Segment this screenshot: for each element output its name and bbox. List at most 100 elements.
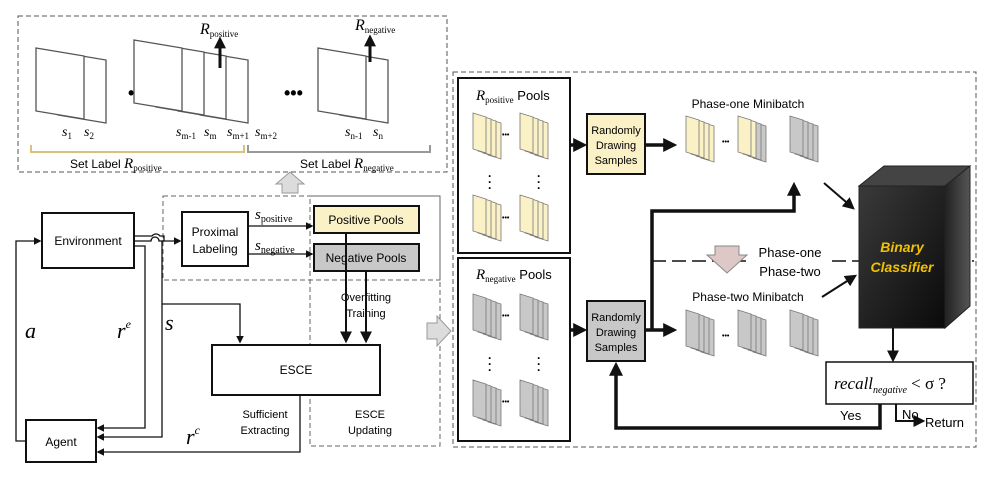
s-positive-label: spositive (255, 207, 293, 225)
state-label-sn-1: sn-1 (345, 125, 362, 141)
hollow-down-arrow (705, 245, 749, 274)
agent-box (25, 419, 97, 463)
action-label: a (25, 318, 36, 343)
state-arrow (96, 233, 165, 441)
state-label-sm-1: sm-1 (176, 125, 196, 141)
negative-bracket (247, 145, 431, 153)
sample-stacks-layer: •••...... ••• •••...... ••• ••• ••• (472, 112, 819, 427)
state-label-sm: sm (204, 125, 216, 141)
env-to-proximal-arrow (134, 236, 182, 245)
binary-classifier-cube: Binary Classifier (857, 164, 972, 330)
negative-pools-title: Rnegative Pools (475, 267, 552, 284)
agent-label: Agent (45, 435, 77, 449)
phase-one-dots: ••• (722, 139, 730, 146)
pos-pool-vdots-1: ... (488, 166, 491, 192)
hollow-right-arrow (426, 314, 452, 348)
positive-pools-label: Positive Pools (328, 213, 403, 227)
esce-box (211, 344, 381, 396)
no-label: No (902, 407, 919, 422)
phase-label-mask (752, 248, 830, 274)
phase-one-stack-2 (737, 115, 767, 163)
state-label-sn: sn (373, 125, 383, 141)
phase-one-to-classifier-arrow (823, 182, 855, 210)
phase-two-dots: ••• (722, 333, 730, 340)
classifier-label-2: Classifier (870, 259, 935, 275)
classifier-label-1: Binary (880, 239, 925, 255)
neg-pool-stack-1 (472, 293, 502, 341)
state-label-sm+1: sm+1 (227, 125, 249, 141)
yes-label: Yes (840, 408, 862, 423)
pos-pool-vdots-2: ... (537, 166, 540, 192)
right-section-border (452, 71, 977, 448)
proximal-label-2: Labeling (192, 242, 237, 256)
phase-two-stack-2 (737, 309, 767, 357)
no-return-arrow (895, 404, 926, 427)
neg-pool-vdots-2: ... (537, 348, 540, 374)
pos-pool-stack-3 (472, 194, 502, 242)
phase-two-to-classifier-arrow (821, 274, 858, 298)
neg-pool-stack-2 (519, 293, 549, 341)
phase-two-stack-1 (685, 309, 715, 357)
action-arrow (15, 237, 42, 442)
positive-pools-box (313, 205, 420, 234)
phase-one-label: Phase-one (759, 245, 822, 260)
pos-pool-stack-1 (472, 112, 502, 160)
reward-extrinsic-label: re (117, 317, 132, 343)
state-label-s1: s1 (62, 125, 72, 141)
neg-pool-vdots-1: ... (488, 348, 491, 374)
proximal-labeling-box (181, 211, 249, 267)
set-label-positive: Set Label Rpositive (70, 156, 162, 173)
esce-updating-label-2: Updating (348, 425, 392, 437)
neg-pool-stack-3 (472, 379, 502, 427)
frame-group-3 (317, 47, 389, 124)
return-label: Return (925, 415, 964, 430)
pos-pool-dots-1: ••• (502, 132, 510, 139)
neg-pool-stack-4 (519, 379, 549, 427)
random-draw-negative-box (586, 300, 646, 362)
phase-one-minibatch-title: Phase-one Minibatch (692, 97, 805, 111)
pos-pool-stack-2 (519, 112, 549, 160)
esce-updating-dashed-region (309, 195, 441, 447)
yes-loop-arrow (609, 361, 882, 430)
environment-label: Environment (54, 234, 122, 248)
pos-pool-dots-2: ••• (502, 215, 510, 222)
phase-two-stack-3 (789, 309, 819, 357)
recall-condition-box (825, 361, 974, 405)
negative-pools-box (313, 243, 420, 272)
neg-pool-dots-1: ••• (502, 313, 510, 320)
random-draw-positive-text-2: Drawing (596, 140, 636, 152)
random-draw-negative-text-1: Randomly (591, 312, 641, 324)
random-draw-negative-text-3: Samples (595, 342, 638, 354)
frame-group-1 (35, 47, 107, 124)
random-draw-negative-text-2: Drawing (596, 327, 636, 339)
set-label-negative: Set Label Rnegative (300, 156, 394, 173)
neg-pool-dots-2: ••• (502, 399, 510, 406)
negative-draw-to-phase-one-arrow (650, 181, 801, 330)
sufficient-label-1: Sufficient (242, 409, 287, 421)
labeling-dashed-region (162, 195, 441, 281)
sufficient-label-2: Extracting (241, 425, 290, 437)
random-draw-positive-text-3: Samples (595, 155, 638, 167)
s-negative-label: snegative (255, 238, 295, 256)
frame-group-2 (133, 39, 249, 124)
reward-curiosity-arrow (96, 395, 301, 456)
phase-one-stack-3 (789, 115, 819, 163)
negative-pools-label: Negative Pools (326, 251, 407, 265)
frame-strip-border (17, 15, 448, 173)
phase-one-stack-1 (685, 115, 715, 163)
recall-condition-text: recallnegative < σ ? (834, 374, 946, 396)
state-label-sm+2: sm+2 (255, 125, 277, 141)
positive-bracket (30, 145, 245, 153)
r-positive-label: Rpositive (199, 21, 238, 39)
positive-pools-title: Rpositive Pools (475, 88, 550, 105)
esce-updating-label-1: ESCE (355, 409, 385, 421)
proximal-label-1: Proximal (192, 225, 239, 239)
phase-two-minibatch-title: Phase-two Minibatch (692, 290, 803, 304)
state-label-s2: s2 (84, 125, 94, 141)
state-to-esce-arrow (162, 303, 244, 344)
reward-extrinsic-arrow (96, 245, 146, 432)
reward-curiosity-label: rc (186, 423, 201, 449)
hollow-up-arrow (274, 171, 306, 194)
esce-label: ESCE (280, 363, 313, 377)
